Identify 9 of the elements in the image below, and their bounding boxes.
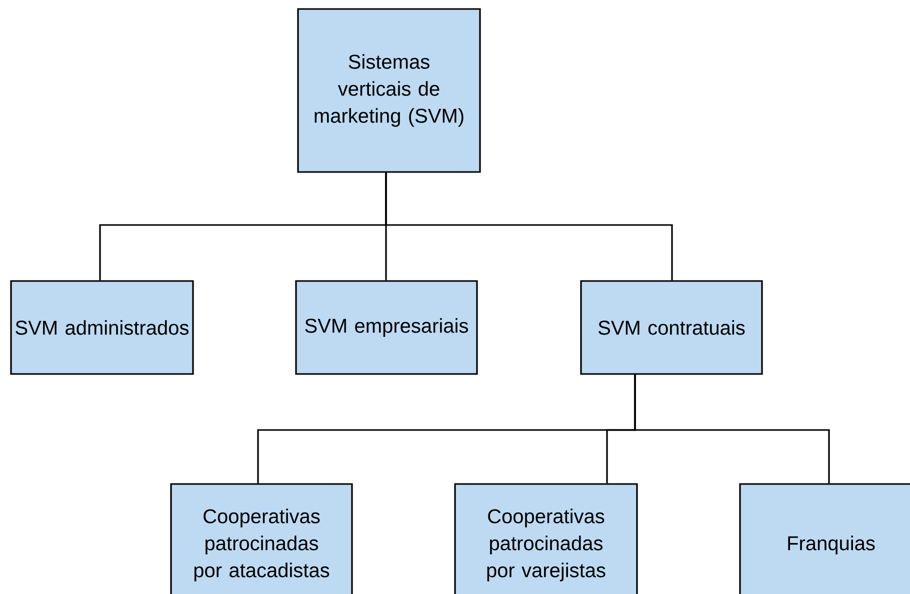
connector-line	[385, 172, 673, 280]
box: SVM contratuais	[580, 280, 763, 375]
box: SVM administrados	[10, 280, 194, 375]
box: Cooperativas patrocinadas por atacadistas	[170, 483, 353, 594]
box: Cooperativas patrocinadas por varejistas	[454, 483, 638, 594]
box: Franquias	[739, 483, 910, 594]
box: Sistemas verticais de marketing (SVM)	[297, 8, 481, 173]
connector-line	[634, 374, 830, 484]
box: SVM empresariais	[295, 280, 478, 375]
